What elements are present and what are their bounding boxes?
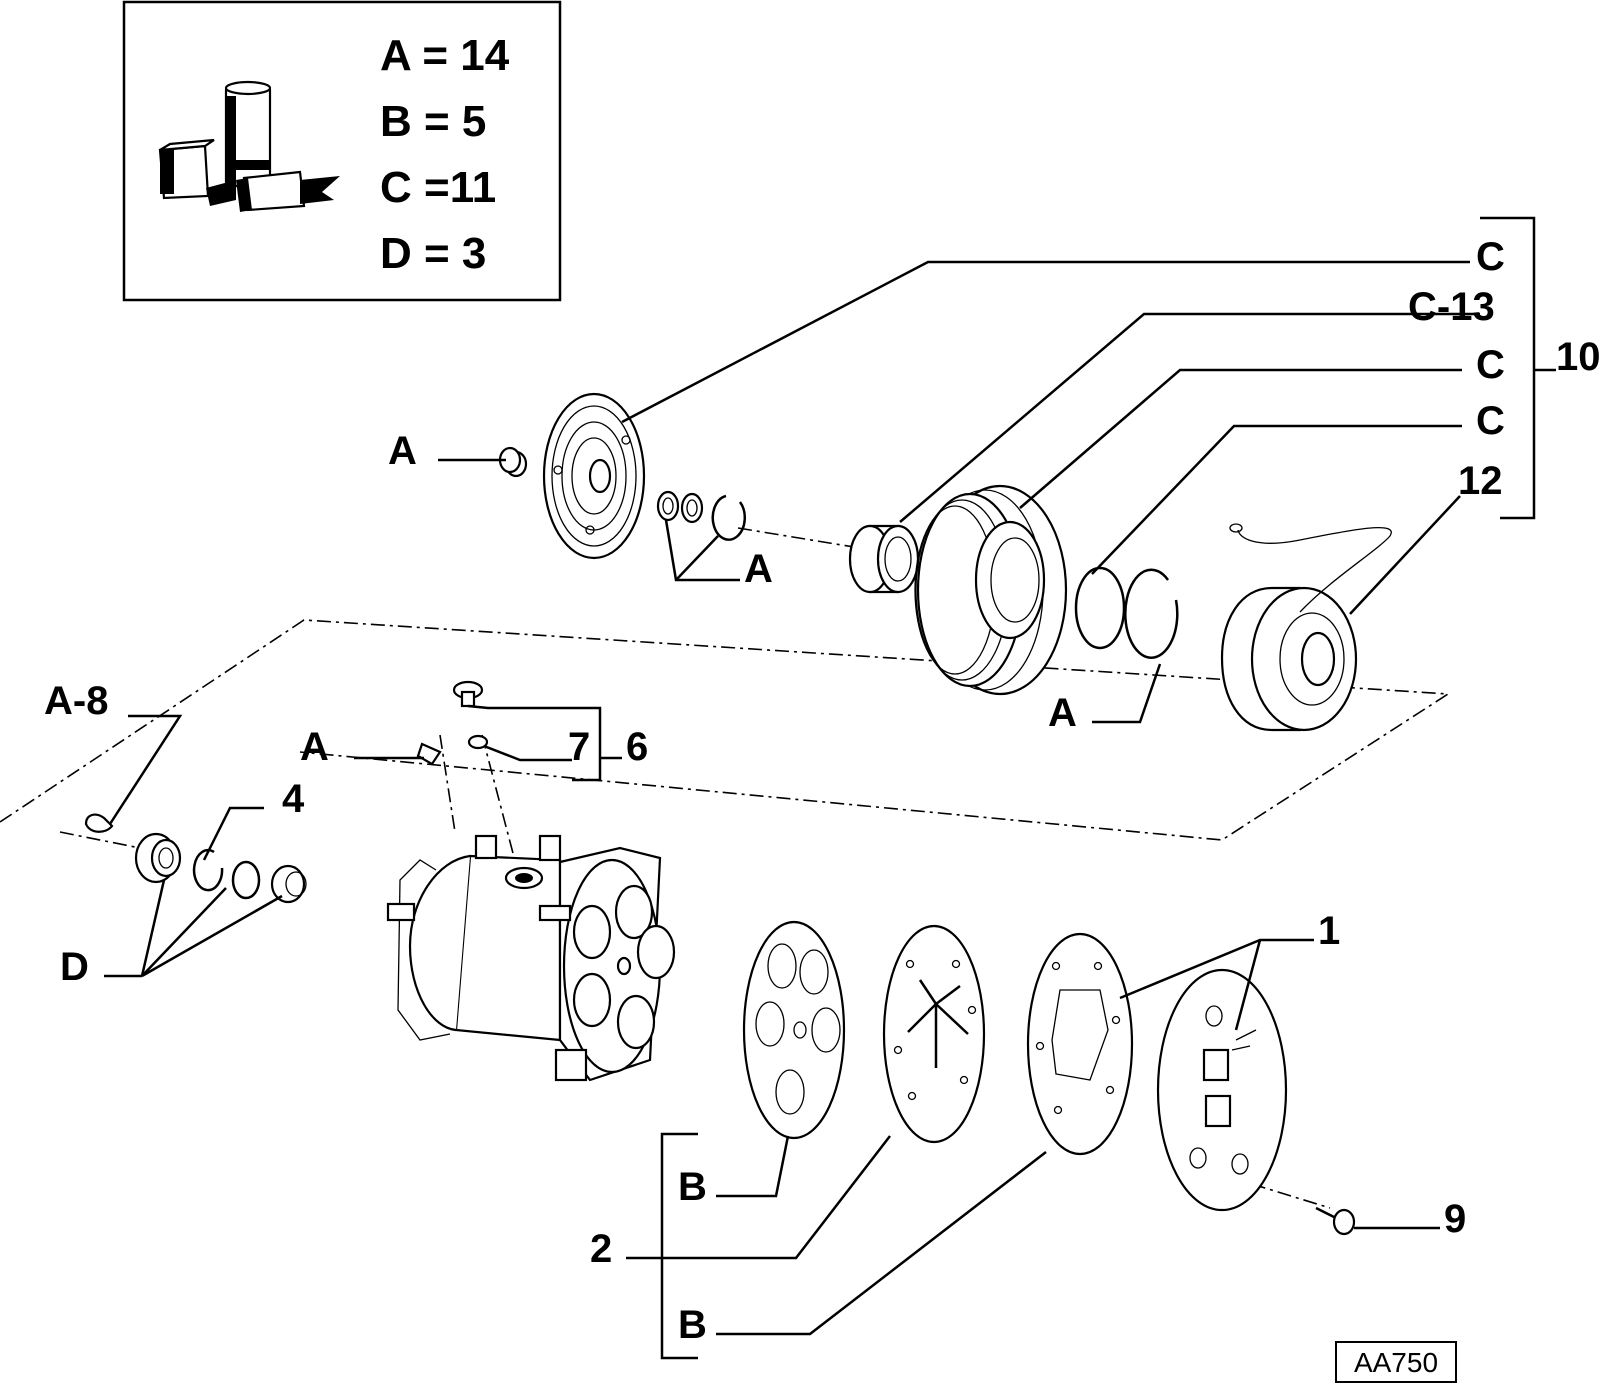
callout-a-nut: A — [388, 429, 417, 473]
field-coil — [1220, 523, 1392, 732]
packaging-logo-illustration — [158, 80, 340, 212]
legend-entry-a: A = 14 — [380, 31, 510, 80]
snap-ring-small — [711, 494, 746, 541]
callout-b-gasket-top: B — [678, 1165, 707, 1209]
rear-head — [1156, 968, 1288, 1212]
callout-labels: C C-13 C C 10 12 A A A A-8 A 7 6 4 D 1 9… — [44, 235, 1601, 1347]
callout-a8-key: A-8 — [44, 679, 108, 723]
pulley-bearing — [848, 524, 920, 594]
shim-washers — [656, 490, 704, 524]
callout-10-clutch-assembly: 10 — [1556, 335, 1601, 379]
callout-6-fill-plug: 6 — [626, 725, 648, 769]
legend-entry-c: C =11 — [380, 163, 496, 212]
assembly-outline — [0, 527, 1451, 1209]
callout-c-front-plate: C — [1476, 235, 1505, 279]
drawing-code-box: AA750 — [1335, 1341, 1457, 1383]
callout-b-gasket-bottom: B — [678, 1303, 707, 1347]
legend-entry-b: B = 5 — [380, 97, 486, 146]
clutch-front-plate — [542, 392, 646, 560]
callout-a-washers: A — [744, 547, 773, 591]
callout-c13-bearing: C-13 — [1408, 285, 1495, 329]
pulley — [914, 484, 1068, 696]
seal-snap-ring — [192, 848, 224, 892]
fill-plug-bolt — [452, 680, 484, 708]
callout-c-pulley: C — [1476, 343, 1505, 387]
gasket-b-top — [742, 920, 846, 1140]
callout-9-bolt: 9 — [1444, 1197, 1466, 1241]
retaining-ring-a — [1124, 568, 1179, 659]
legend-entry-d: D = 3 — [380, 229, 486, 278]
callout-a-ring: A — [1048, 691, 1077, 735]
callout-a-valve: A — [300, 725, 329, 769]
callout-4-snap-ring: 4 — [282, 777, 305, 821]
seal-seat — [270, 864, 307, 904]
reed-valve-plate — [882, 924, 986, 1144]
compressor-body — [386, 834, 676, 1082]
leader-lines — [104, 216, 1556, 1360]
shaft-seal — [134, 832, 182, 884]
gasket-b-bottom — [1026, 932, 1134, 1156]
callout-12-field-coil: 12 — [1458, 459, 1503, 503]
legend-box: A = 14 B = 5 C =11 D = 3 — [122, 0, 562, 302]
fill-plug-washer — [467, 734, 489, 750]
callout-c-ring: C — [1476, 399, 1505, 443]
callout-d-seal-kit: D — [60, 945, 89, 989]
shaft-key — [84, 813, 114, 833]
hex-nut — [498, 446, 528, 478]
callout-1-rear-head: 1 — [1318, 909, 1340, 953]
retaining-ring-c — [1074, 566, 1126, 650]
service-valve — [416, 742, 442, 766]
bolt — [1315, 1206, 1356, 1236]
drawing-code: AA750 — [1354, 1347, 1438, 1378]
o-ring — [231, 860, 261, 900]
callout-7-washer: 7 — [568, 725, 590, 769]
callout-2-valve-plate: 2 — [590, 1227, 612, 1271]
